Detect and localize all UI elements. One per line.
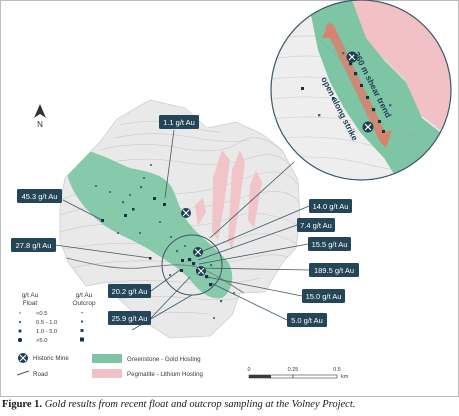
legend-class: 0.5 - 1.0 <box>36 320 57 326</box>
leader-lines <box>54 129 310 331</box>
legend-greenstone-label: Greenstone - Gold Hosting <box>127 356 201 363</box>
svg-text:14.0 g/t Au: 14.0 g/t Au <box>313 202 349 211</box>
figure-caption: Figure 1. Gold results from recent float… <box>2 399 457 415</box>
svg-text:189.5 g/t Au: 189.5 g/t Au <box>314 266 354 275</box>
legend-outcrop-subtitle: Outcrop <box>72 300 96 307</box>
historic-mine-icon <box>196 266 206 276</box>
svg-text:7.4 g/t Au: 7.4 g/t Au <box>300 221 332 230</box>
legend-outcrop-symbol <box>81 312 83 314</box>
grade-label: 15.5 g/t Au <box>308 237 351 251</box>
svg-text:0.5: 0.5 <box>333 367 341 373</box>
legend-outcrop-symbol <box>80 329 84 332</box>
svg-text:15.0 g/t Au: 15.0 g/t Au <box>306 292 342 301</box>
caption-prefix: Figure 1. <box>2 399 43 410</box>
grade-label: 27.8 g/t Au <box>11 238 56 252</box>
grade-label: 5.0 g/t Au <box>287 313 327 327</box>
grade-label: 14.0 g/t Au <box>309 199 352 213</box>
grade-label: 7.4 g/t Au <box>297 218 335 232</box>
legend-mine-icon <box>18 353 28 363</box>
grade-label: 45.3 g/t Au <box>17 189 62 203</box>
legend-class: >5.0 <box>36 338 47 344</box>
legend-float-symbol <box>18 329 22 333</box>
legend-outcrop-symbol <box>81 320 83 323</box>
grade-label: 1.1 g/t Au <box>159 115 199 129</box>
pegmatite-units <box>195 150 262 250</box>
legend-float-title: g/t Au <box>22 292 39 299</box>
legend-float-symbol <box>19 312 21 314</box>
scale-bar: 0 0.25 0.5 km <box>247 367 348 380</box>
inset-map: 260 m shear trend open along strike <box>270 0 452 181</box>
road <box>60 255 256 301</box>
historic-mine-icon <box>193 247 203 257</box>
legend-pegmatite-swatch <box>92 369 122 378</box>
svg-text:0: 0 <box>247 367 250 373</box>
historic-mine-icon <box>181 208 191 218</box>
svg-text:0.25: 0.25 <box>288 367 299 373</box>
grade-label: 20.2 g/t Au <box>108 284 151 298</box>
legend-pegmatite-label: Pegmatite - Lithium Hosting <box>127 371 204 378</box>
svg-text:25.9 g/t Au: 25.9 g/t Au <box>112 314 148 323</box>
svg-text:1.1 g/t Au: 1.1 g/t Au <box>163 118 195 127</box>
legend-road-symbol <box>16 370 30 376</box>
svg-text:27.8 g/t Au: 27.8 g/t Au <box>16 241 52 250</box>
legend-float-symbol <box>18 320 22 324</box>
svg-text:45.3 g/t Au: 45.3 g/t Au <box>22 192 58 201</box>
legend-greenstone-swatch <box>92 354 122 363</box>
svg-text:15.5 g/t Au: 15.5 g/t Au <box>312 240 348 249</box>
legend-outcrop-symbol <box>80 337 84 342</box>
legend-road-label: Road <box>33 371 48 378</box>
svg-text:5.0 g/t Au: 5.0 g/t Au <box>291 316 323 325</box>
legend-outcrop-title: g/t Au <box>76 292 93 299</box>
legend: g/t Au Float g/t Au Outcrop <0.5 0.5 - 1… <box>16 292 204 378</box>
north-label: N <box>37 120 43 129</box>
grade-label: 189.5 g/t Au <box>309 263 359 277</box>
grade-label: 25.9 g/t Au <box>108 311 151 325</box>
legend-float-symbol <box>17 337 23 343</box>
legend-mine-label: Historic Mine <box>33 355 69 362</box>
svg-text:20.2 g/t Au: 20.2 g/t Au <box>112 287 148 296</box>
caption-text: Gold results from recent float and outcr… <box>44 399 356 410</box>
grade-label: 15.0 g/t Au <box>302 289 345 303</box>
legend-float-subtitle: Float <box>23 300 38 307</box>
scale-unit: km <box>341 374 349 380</box>
north-arrow-icon: N <box>34 104 46 129</box>
legend-class: 1.0 - 5.0 <box>36 329 57 335</box>
legend-class: <0.5 <box>36 311 47 317</box>
grade-labels: 1.1 g/t Au 45.3 g/t Au 14.0 g/t Au 7.4 g… <box>11 115 359 327</box>
